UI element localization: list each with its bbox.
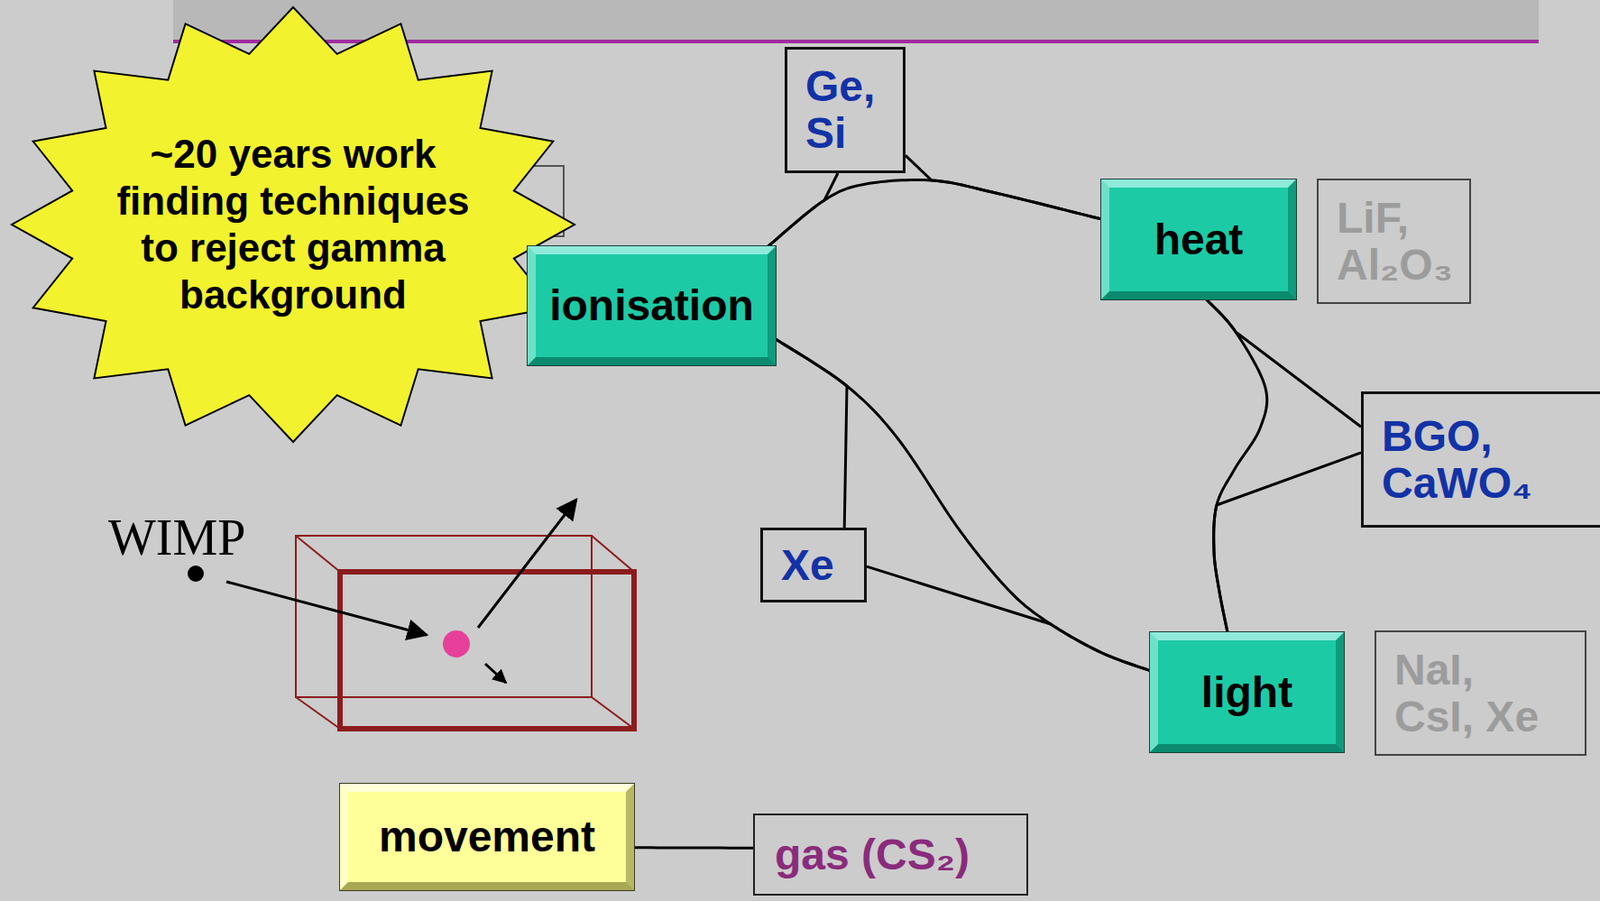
detector-edge [295, 535, 341, 572]
detector-front [340, 571, 635, 729]
node-text: gas (CS₂) [774, 831, 970, 879]
detector-edge [591, 697, 635, 729]
nucleus-dot [442, 630, 470, 658]
connector-line [775, 339, 847, 528]
node-text: Xe [781, 542, 835, 589]
detector-edge [591, 535, 635, 572]
node-text: NaI, CsI, Xe [1394, 646, 1550, 741]
node-text: Ge, Si [805, 63, 892, 157]
scatter-track [478, 499, 577, 628]
starburst-callout: ~20 years work finding techniques to rej… [9, 5, 577, 444]
particle-label: WIMP [108, 510, 246, 565]
connector-line [775, 339, 1150, 672]
detector-edge [295, 697, 341, 729]
connector-line [866, 566, 1150, 671]
node-text: LiF, Al₂O₃ [1336, 194, 1463, 289]
node-text: movement [378, 813, 596, 861]
connector-line [905, 155, 1102, 219]
node-text: ionisation [549, 282, 755, 330]
signal-box: light [1149, 632, 1344, 753]
detector-illustration [187, 499, 635, 729]
wimp-track [226, 581, 427, 635]
signal-box: movement [340, 783, 635, 891]
signal-box: heat [1101, 179, 1297, 300]
node-text: BGO, CaWO₄ [1381, 413, 1563, 507]
signal-box: ionisation [527, 246, 776, 366]
starburst-shape [9, 5, 577, 444]
material-box: LiF, Al₂O₃ [1316, 178, 1472, 304]
connector-line [634, 845, 754, 849]
material-box: Xe [760, 527, 867, 603]
material-box: Ge, Si [784, 46, 906, 174]
node-text: light [1201, 669, 1293, 717]
node-text: ~20 years work finding techniques to rej… [103, 130, 483, 319]
connector-line [1206, 299, 1361, 427]
node-text: heat [1154, 216, 1244, 264]
connector-line [768, 179, 1102, 247]
material-box: gas (CS₂) [753, 813, 1029, 896]
starburst-outline [11, 7, 575, 442]
connector-line [768, 173, 838, 247]
recoil-track [485, 663, 506, 683]
material-box: NaI, CsI, Xe [1374, 630, 1587, 756]
material-box: BGO, CaWO₄ [1360, 391, 1600, 528]
wimp-dot [187, 565, 204, 582]
connector-line [1213, 452, 1361, 633]
